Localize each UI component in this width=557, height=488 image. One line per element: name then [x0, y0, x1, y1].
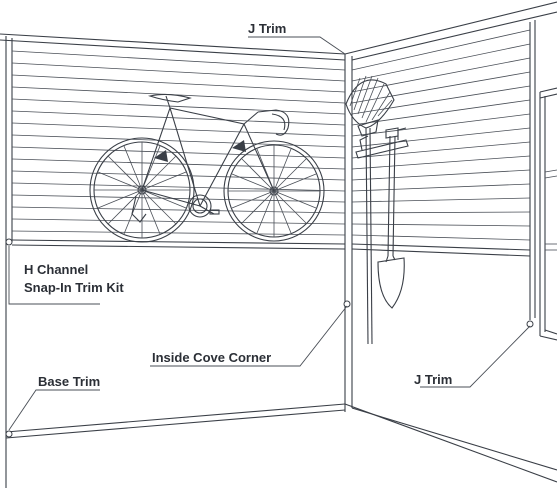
window: [539, 87, 557, 341]
h-channel-marker: [5, 238, 13, 246]
inside-cove-corner-marker: [343, 300, 351, 308]
shovel-icon: [377, 127, 405, 309]
leader-lines: [8, 36, 531, 431]
base-trim-marker: [5, 430, 13, 438]
base-trim-label: Base Trim: [38, 374, 100, 389]
j-trim-top-label: J Trim: [248, 21, 286, 36]
h-channel-label: H Channel: [24, 262, 88, 277]
inside-cove-corner-label: Inside Cove Corner: [152, 350, 271, 365]
rake-icon: [345, 75, 395, 345]
j-trim-right-label: J Trim: [414, 372, 452, 387]
bicycle-icon: [89, 93, 325, 243]
j-trim-right-marker: [526, 320, 534, 328]
right-wall-slatwall: [351, 20, 536, 320]
snap-in-trim-kit-label: Snap-In Trim Kit: [24, 280, 124, 295]
